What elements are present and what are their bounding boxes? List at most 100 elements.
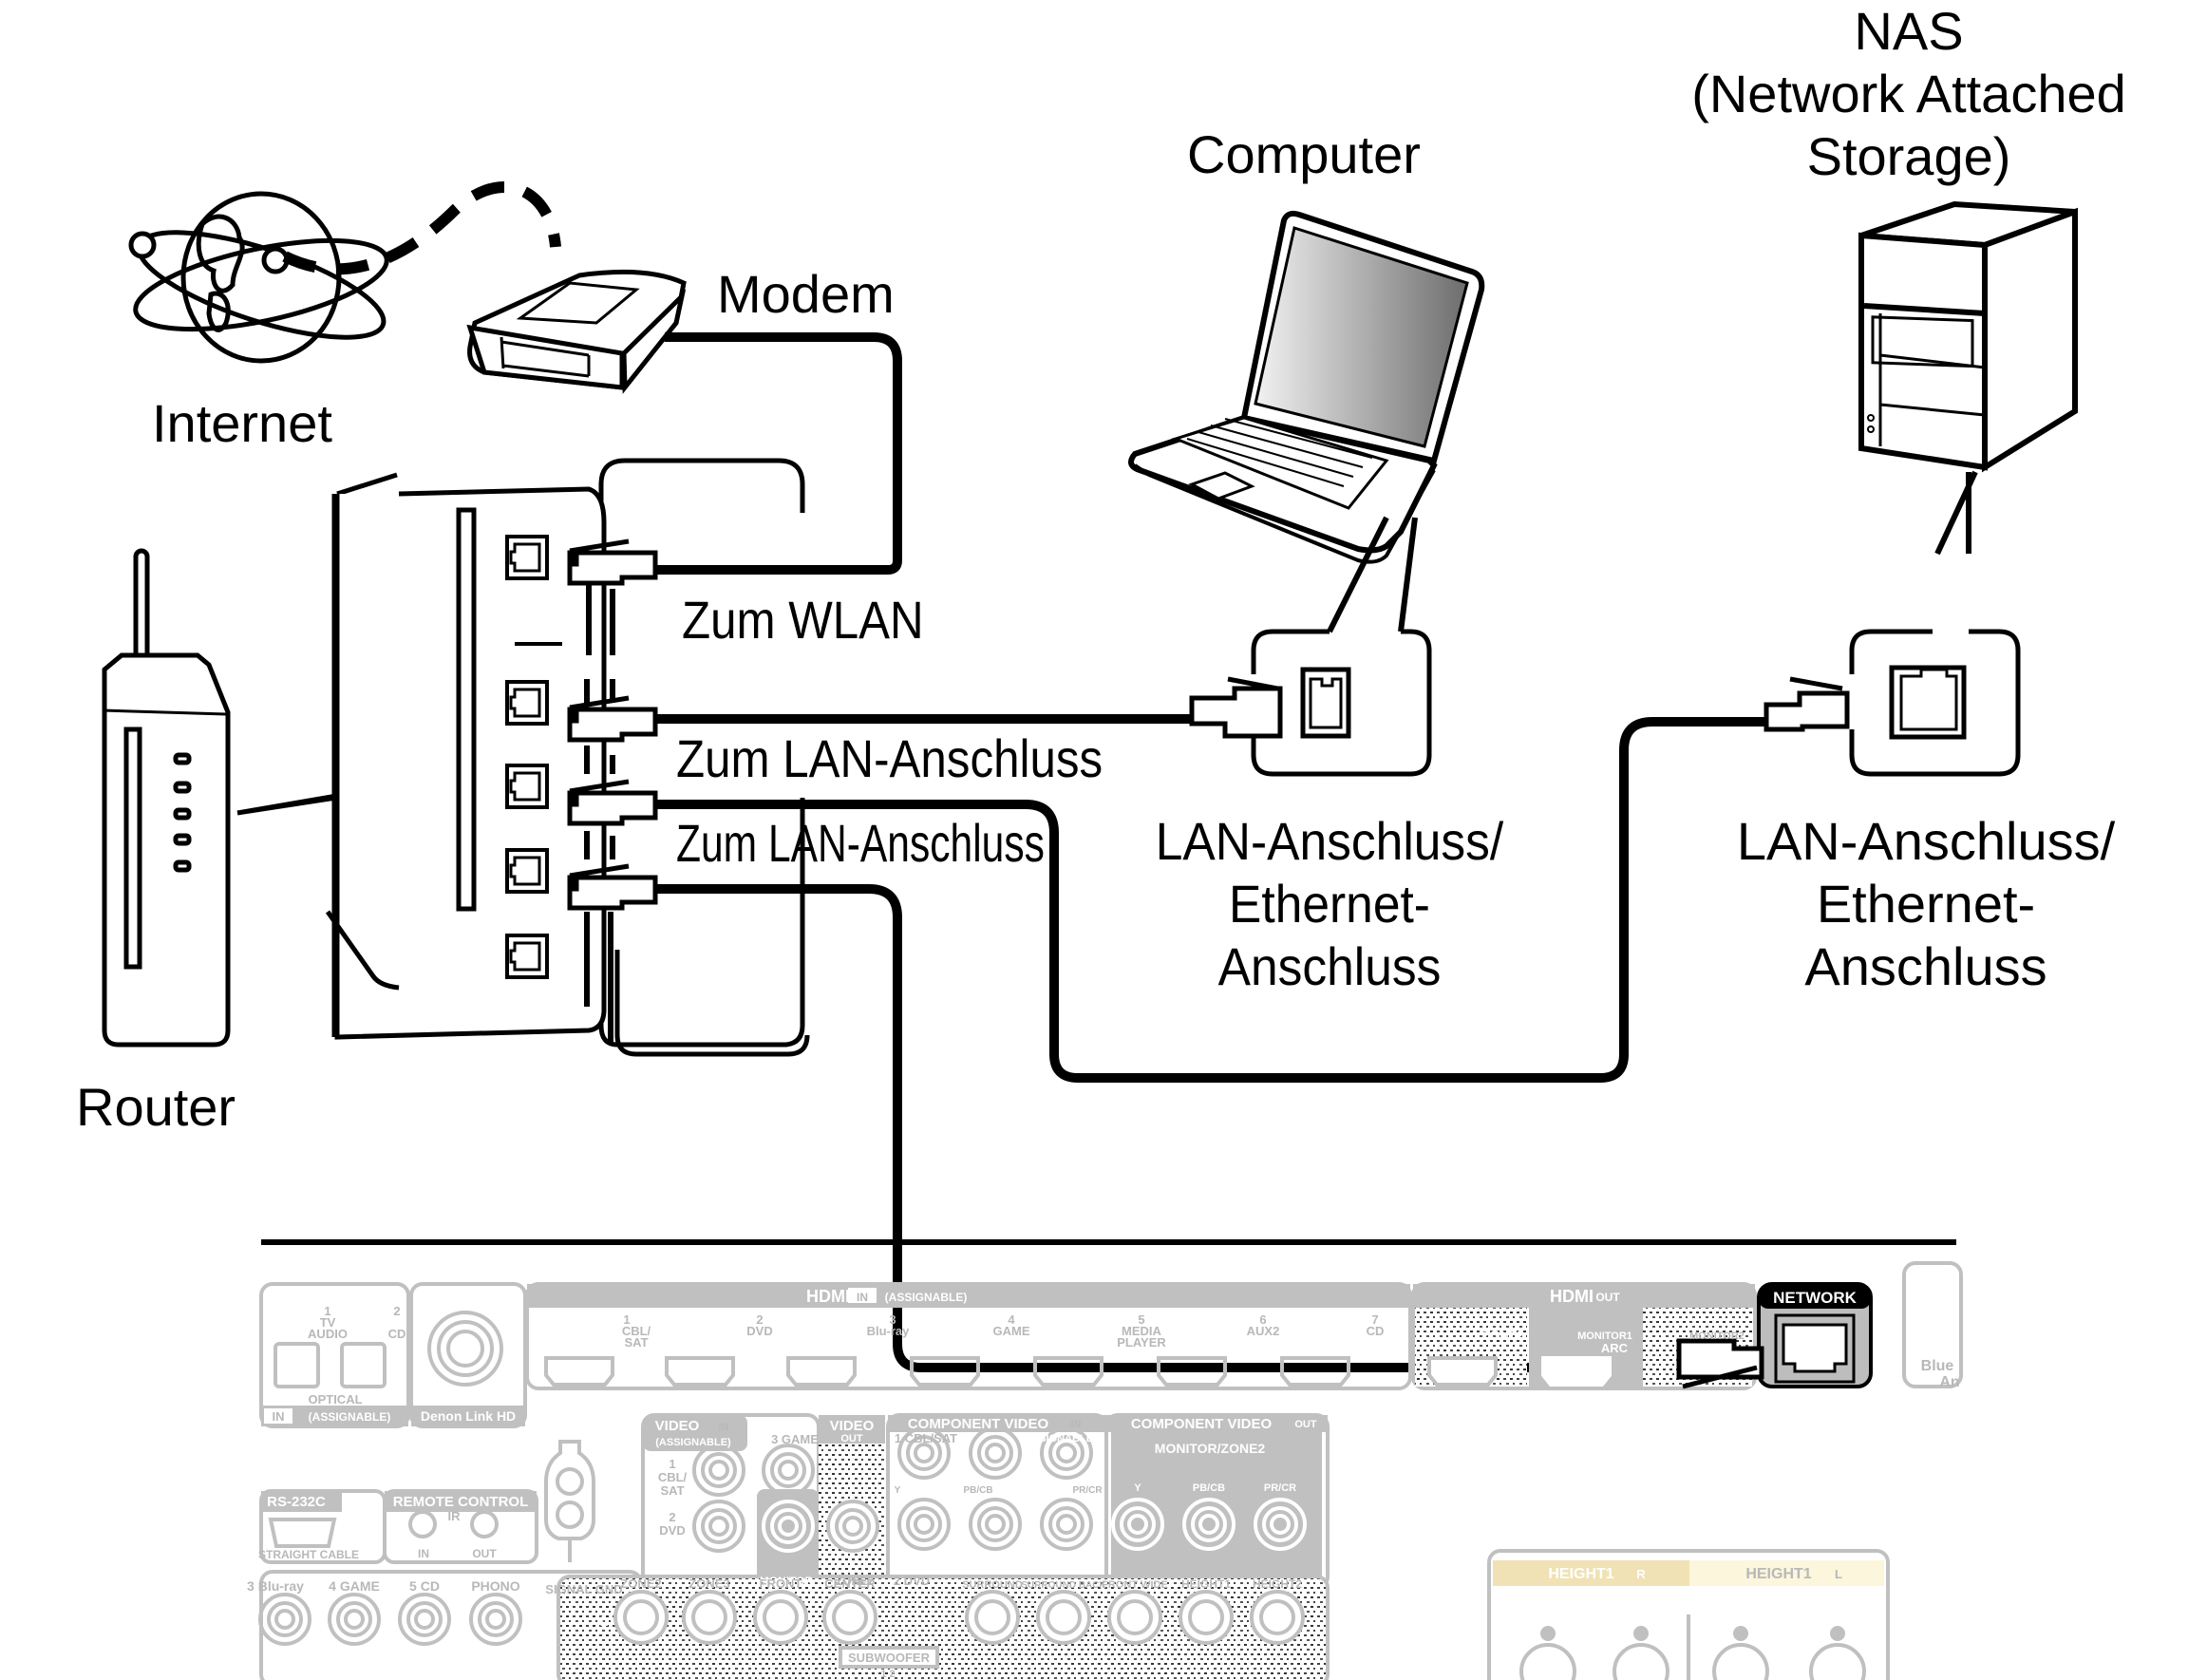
svg-text:1 2: 1 2 [880, 1669, 895, 1680]
svg-text:3 Blu-ray: 3 Blu-ray [247, 1578, 304, 1594]
svg-text:ZONE2: ZONE2 [1482, 1328, 1523, 1342]
ethernet-port-icon [505, 848, 549, 894]
svg-text:HDMI: HDMI [1550, 1287, 1594, 1306]
nas-label-line3: Storage) [1806, 126, 2011, 186]
svg-text:MONITOR: MONITOR [760, 1575, 814, 1588]
cable-modem-router [655, 332, 902, 575]
ethernet-port-icon [505, 680, 549, 726]
svg-text:IN: IN [719, 1422, 729, 1433]
svg-text:GAME: GAME [993, 1324, 1030, 1338]
svg-text:CD: CD [1367, 1324, 1385, 1338]
panel-labels: 1 2 TV AUDIO CD OPTICAL IN (ASSIGNABLE) … [247, 1287, 1960, 1680]
svg-text:L: L [1835, 1567, 1842, 1581]
to-lan-label-2: Zum LAN-Anschluss [676, 813, 1045, 873]
svg-text:(ASSIGNABLE): (ASSIGNABLE) [885, 1291, 968, 1304]
computer-port-callout [1189, 629, 1432, 777]
rj45-plug-icon [1189, 676, 1283, 739]
svg-text:IN: IN [1071, 1419, 1082, 1430]
svg-text:AUX2: AUX2 [1247, 1324, 1280, 1338]
svg-text:SURROUND BACK: SURROUND BACK [1021, 1580, 1106, 1591]
svg-text:6: 6 [1259, 1312, 1266, 1327]
router-icon [102, 548, 231, 1048]
modem-label: Modem [717, 264, 895, 324]
ethernet-port-icon [505, 764, 549, 809]
svg-text:Y: Y [895, 1485, 901, 1496]
rj45-plug-icon [567, 695, 658, 743]
svg-text:IR: IR [448, 1509, 462, 1523]
router-label: Router [76, 1077, 236, 1137]
svg-text:(ASSIGNABLE): (ASSIGNABLE) [1021, 1433, 1097, 1444]
svg-text:PB/CB: PB/CB [963, 1485, 992, 1496]
svg-text:7: 7 [1371, 1312, 1378, 1327]
svg-text:4 GAME: 4 GAME [329, 1578, 380, 1594]
svg-text:5 CD: 5 CD [409, 1578, 440, 1594]
svg-text:IN: IN [418, 1547, 429, 1560]
svg-text:OPTICAL: OPTICAL [308, 1392, 362, 1406]
svg-text:2: 2 [669, 1510, 675, 1524]
router-ports [505, 535, 549, 979]
network-port[interactable] [1757, 1282, 1873, 1388]
svg-text:PLAYER: PLAYER [1117, 1335, 1166, 1350]
svg-text:MONITOR/ZONE2: MONITOR/ZONE2 [1155, 1441, 1266, 1456]
svg-text:2: 2 [756, 1312, 763, 1327]
svg-text:1: 1 [324, 1304, 330, 1318]
rj45-plug-icon [567, 538, 658, 586]
svg-text:SAT: SAT [624, 1335, 648, 1350]
rj45-plug-icon [1764, 676, 1850, 732]
nas-label-line2: (Network Attached [1691, 64, 2126, 123]
svg-text:OUT: OUT [840, 1433, 863, 1444]
svg-text:VIDEO: VIDEO [830, 1418, 875, 1434]
ethernet-port-icon [505, 934, 549, 979]
cable-router-nas [655, 717, 1766, 1083]
svg-text:An: An [1939, 1374, 1959, 1390]
svg-text:1: 1 [623, 1312, 630, 1327]
wireless-link-dashed [282, 180, 561, 275]
router-closeup [325, 472, 607, 1040]
router-bezel-lines [584, 581, 615, 1045]
svg-text:NETWORK: NETWORK [1773, 1289, 1858, 1307]
svg-text:HEIGHT1: HEIGHT1 [1745, 1566, 1811, 1582]
svg-text:COMPONENT VIDEO: COMPONENT VIDEO [908, 1416, 1049, 1432]
svg-text:CBL/: CBL/ [622, 1324, 651, 1338]
hdmi-in-labels: 1 CBL/ SAT 2 DVD 3 Blu-ray 4 GAME 5 MEDI… [622, 1312, 1385, 1350]
nas-port-callout [1764, 629, 2021, 777]
nas-label-line1: NAS [1854, 1, 1964, 61]
globe-icon [128, 191, 389, 364]
svg-text:HDMI: HDMI [806, 1287, 850, 1306]
svg-text:ZONE2: ZONE2 [620, 1576, 661, 1591]
computer-port-line1: LAN-Anschluss/ [1155, 811, 1504, 871]
svg-text:OUT: OUT [472, 1547, 497, 1560]
svg-text:3 GAME: 3 GAME [771, 1432, 819, 1446]
router-callout [614, 950, 810, 1057]
svg-text:SUBWOOFER: SUBWOOFER [848, 1651, 931, 1665]
rj45-plug-icon [567, 779, 658, 826]
svg-text:PR/CR: PR/CR [1072, 1485, 1103, 1496]
svg-text:VIDEO: VIDEO [655, 1418, 700, 1434]
nas-port-line3: Anschluss [1804, 936, 2047, 996]
rj45-plug-icon [567, 863, 658, 911]
svg-text:1 CBL/SAT: 1 CBL/SAT [895, 1431, 957, 1445]
nas-tower-icon [1858, 200, 2078, 473]
svg-text:CENTER: CENTER [824, 1576, 876, 1591]
svg-text:Y: Y [1134, 1482, 1141, 1494]
svg-text:OUT: OUT [1595, 1291, 1620, 1304]
svg-text:2 DVD: 2 DVD [894, 1574, 930, 1588]
svg-text:CD: CD [388, 1327, 406, 1341]
svg-text:TV: TV [320, 1315, 336, 1330]
svg-text:(ASSIGNABLE): (ASSIGNABLE) [655, 1437, 731, 1448]
svg-text:PR/CR: PR/CR [1264, 1482, 1296, 1494]
svg-text:3: 3 [889, 1312, 896, 1327]
hdmi-in-ports [544, 1356, 1350, 1387]
computer-port-line2: Ethernet- [1229, 874, 1430, 934]
computer-label: Computer [1187, 124, 1421, 184]
svg-text:IN: IN [857, 1291, 868, 1304]
svg-text:SURROUND: SURROUND [962, 1579, 1023, 1591]
nas-port-line2: Ethernet- [1816, 874, 2036, 934]
svg-text:Blue: Blue [1921, 1358, 1954, 1374]
nas-callout [1934, 470, 1978, 556]
receiver-rear-panel [258, 1261, 1963, 1680]
svg-text:R: R [1636, 1567, 1646, 1581]
svg-text:MONITOR1: MONITOR1 [1577, 1331, 1632, 1342]
svg-text:ZONE2: ZONE2 [836, 1575, 874, 1588]
svg-text:REMOTE CONTROL: REMOTE CONTROL [393, 1494, 529, 1510]
